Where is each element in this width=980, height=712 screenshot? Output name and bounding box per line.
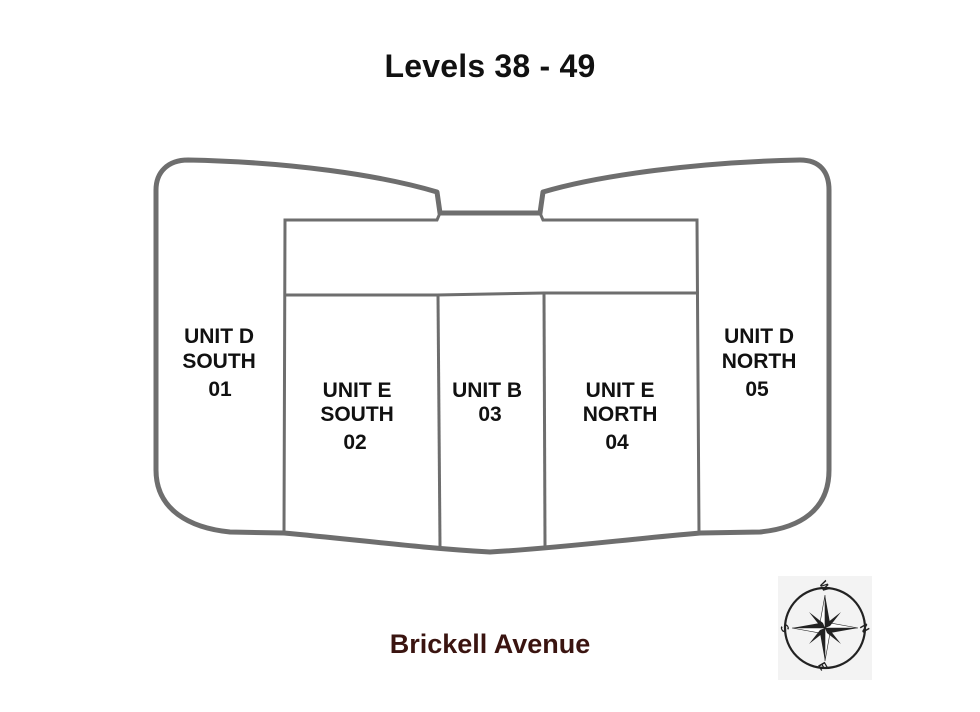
core-wall (282, 211, 701, 534)
unit-top-wall (285, 291, 699, 297)
unit-d-north-label: UNIT D NORTH 05 (722, 325, 803, 401)
street-label: Brickell Avenue (389, 629, 591, 659)
unit-e-north-label: UNIT E NORTH 04 (583, 379, 664, 454)
unit-e-south-label: UNIT E SOUTH 02 (320, 379, 399, 454)
building-outline (153, 157, 832, 555)
floor-title: Levels 38 - 49 (384, 48, 596, 84)
compass-rose-icon: W N E S (777, 576, 872, 680)
divider-02-03 (436, 294, 442, 547)
unit-b-label: UNIT B 03 (452, 379, 528, 426)
divider-03-04 (542, 292, 547, 547)
unit-d-south-label: UNIT D SOUTH 01 (182, 325, 261, 401)
